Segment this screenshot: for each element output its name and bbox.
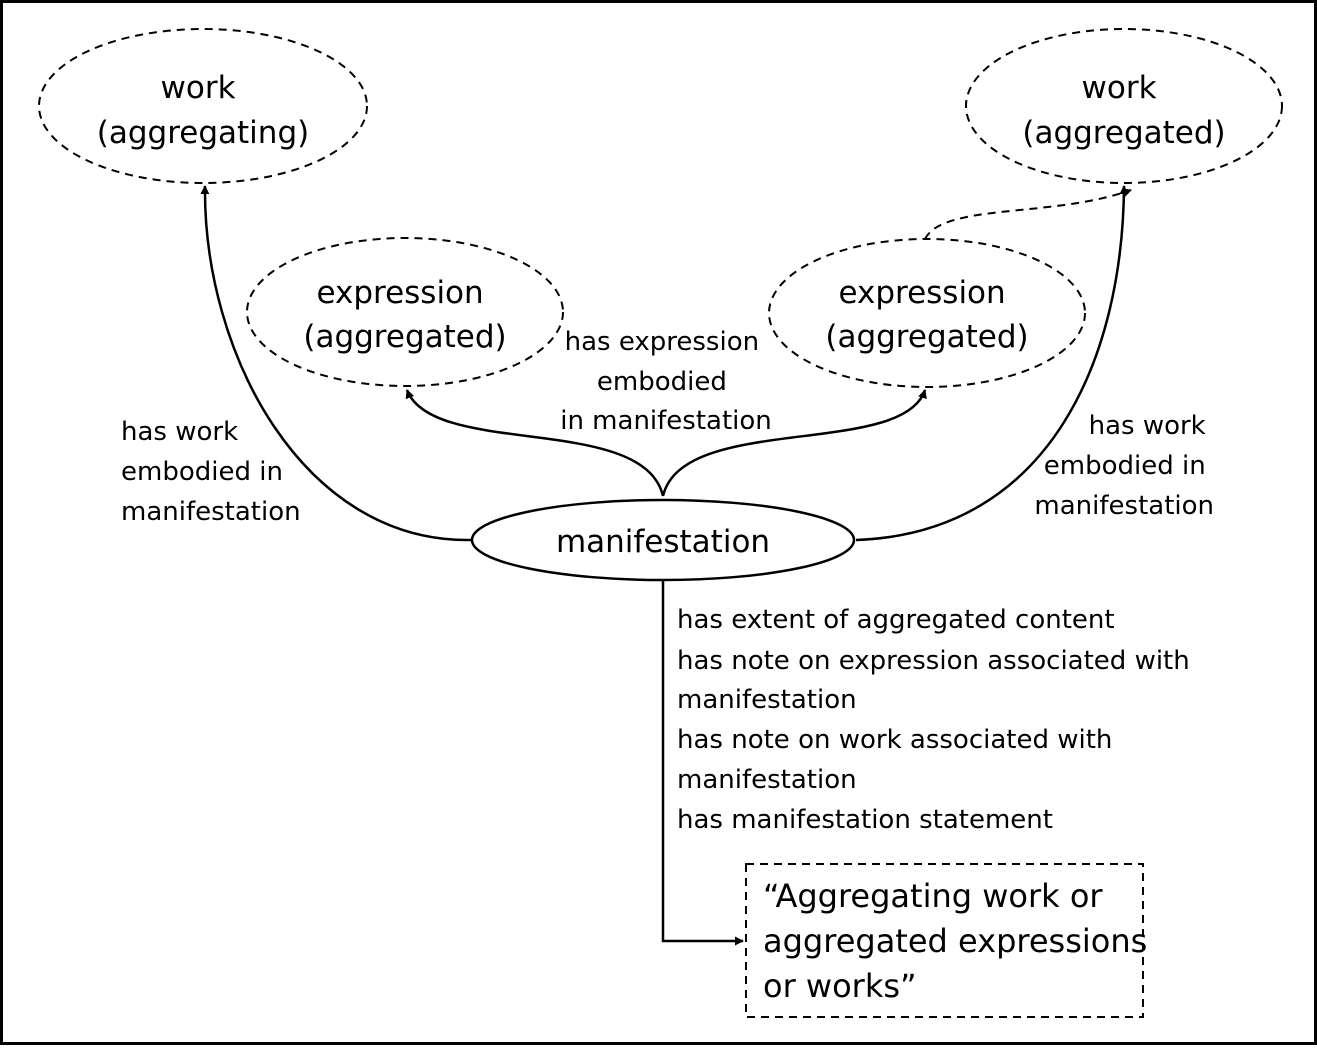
edge-expression-embodied-left: [405, 389, 665, 497]
expression-left-node: [246, 237, 564, 387]
expression-left-label: expression (aggregated): [303, 275, 506, 355]
edge-work-embodied-left: [200, 185, 472, 542]
edge-expression-to-work-aggregated: [924, 188, 1132, 240]
edge-label-expression: has expression embodied in manifestation: [560, 327, 772, 436]
edge-manifestation-attributes: [661, 580, 744, 946]
edge-label-work-left: has work embodied in manifestation: [121, 417, 301, 527]
edge-label-attributes: has extent of aggregated content has not…: [677, 605, 1198, 835]
edge-work-embodied-right: [855, 185, 1129, 542]
statement-box-text: “Aggregating work or aggregated expressi…: [763, 877, 1157, 1005]
diagram-svg: work (aggregating) work (aggregated) exp…: [38, 28, 1283, 1018]
expression-right-label: expression (aggregated): [825, 275, 1028, 355]
manifestation-label: manifestation: [556, 524, 770, 560]
work-aggregated-node: [965, 28, 1283, 184]
work-aggregated-label: work (aggregated): [1022, 70, 1225, 151]
edge-label-work-right: has work embodied in manifestation: [1034, 411, 1214, 521]
work-aggregating-node: [38, 28, 368, 184]
work-aggregating-label: work (aggregating): [97, 70, 309, 151]
edge-expression-embodied-right: [661, 389, 927, 497]
expression-right-node: [768, 238, 1086, 388]
statement-box: [745, 863, 1144, 1018]
